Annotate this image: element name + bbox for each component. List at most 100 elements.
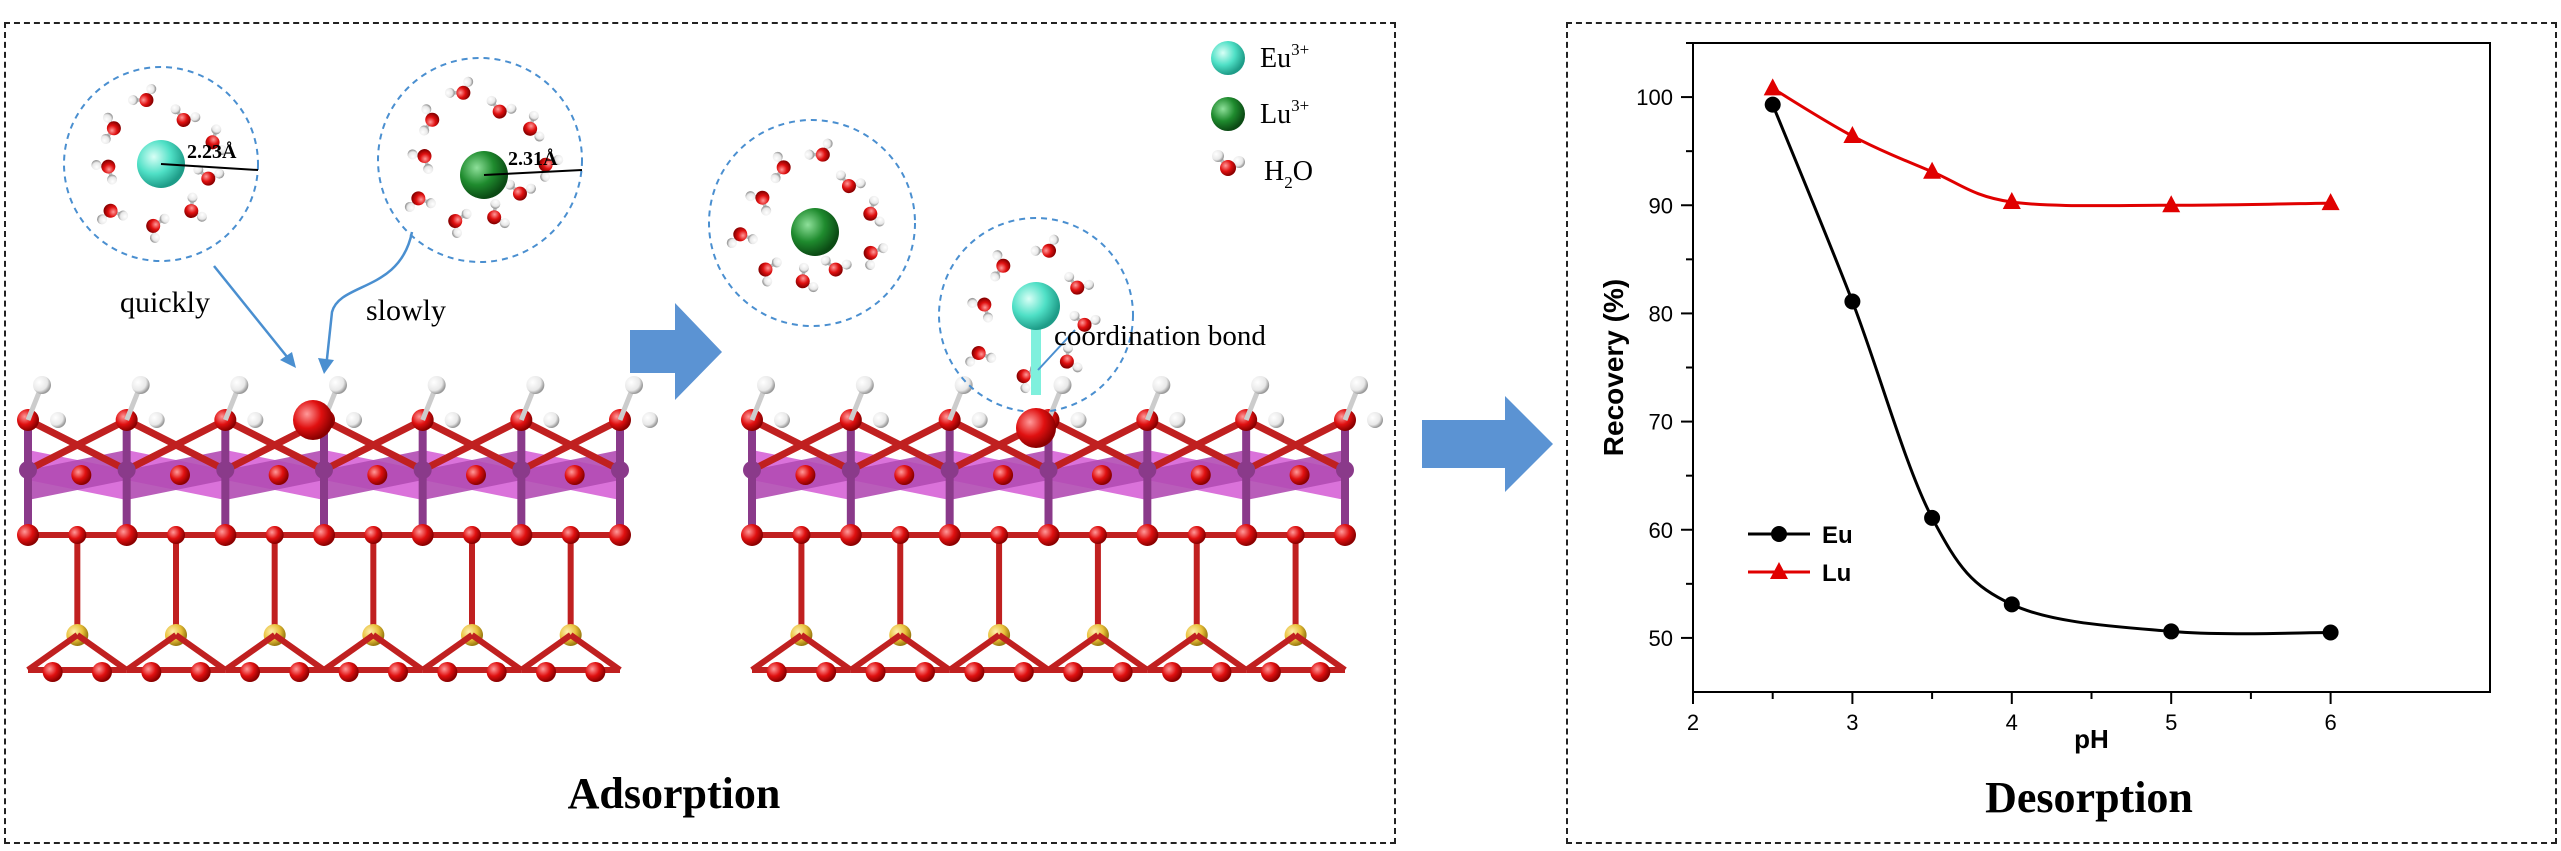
oxygen-atom: [167, 526, 185, 544]
oxygen-atom: [68, 526, 87, 544]
water-molecule: [128, 83, 157, 108]
hydrogen-atom: [423, 163, 434, 174]
hydrogen-atom: [214, 168, 225, 179]
metal-oxygen-bond: [322, 416, 425, 474]
oxygen-atom: [1077, 317, 1092, 332]
slowly-arrow: [324, 231, 414, 369]
water-molecule: [770, 151, 791, 184]
water-molecule: [146, 213, 170, 243]
svg-text:Lu3+: Lu3+: [1260, 96, 1309, 130]
oxygen-atom: [411, 191, 426, 206]
oxygen-atom: [863, 206, 878, 221]
data-point-lu: [1843, 126, 1862, 144]
hydrogen-atom: [149, 232, 160, 243]
hydrogen-atom: [1268, 412, 1285, 428]
x-tick-label: 5: [2165, 710, 2177, 735]
water-molecule: [205, 124, 227, 156]
water-molecule: [863, 243, 889, 270]
hydrogen-atom: [772, 151, 783, 162]
water-molecule: [486, 95, 517, 119]
hydrogen-atom: [1030, 245, 1041, 256]
oxygen-atom: [92, 662, 112, 682]
quickly-arrowhead: [280, 352, 296, 368]
si-oxygen-bond: [1145, 632, 1199, 673]
si-oxygen-bond: [898, 632, 952, 673]
hydrogen-atom: [50, 412, 66, 428]
oxygen-atom: [1136, 524, 1159, 546]
oxygen-atom: [417, 149, 432, 164]
si-oxygen-bond: [223, 632, 277, 673]
hydrogen-atom: [869, 195, 880, 206]
desorption-panel: [1566, 22, 2557, 844]
oxygen-atom: [741, 524, 763, 546]
lu-hydration-shell-free: [708, 119, 916, 327]
hydrogen-atom: [444, 412, 461, 428]
hydrogen-atom: [107, 174, 118, 185]
metal-atom: [1237, 461, 1256, 479]
hydrogen-atom: [762, 276, 773, 287]
water-molecule: [404, 191, 436, 212]
oxygen-atom: [863, 245, 878, 260]
si-oxygen-bond: [1293, 632, 1347, 673]
metal-oxygen-bond: [421, 416, 523, 474]
oxygen-atom: [425, 112, 440, 127]
oxygen-atom: [141, 662, 162, 682]
water-molecule: [990, 250, 1011, 282]
water-molecule: [97, 203, 129, 225]
oxygen-atom: [891, 526, 910, 544]
hydrogen-atom: [841, 259, 852, 270]
oxygen-atom: [1091, 465, 1112, 485]
si-oxygen-bond: [174, 632, 228, 673]
data-point-lu: [2002, 192, 2021, 210]
oxygen-atom: [240, 662, 260, 682]
water-molecule: [745, 190, 772, 216]
eu-ion-bound: [1012, 282, 1060, 330]
hydrogen-atom: [872, 412, 889, 428]
oxygen-atom: [894, 465, 915, 485]
water-molecule: [448, 208, 472, 238]
oxygen-atom: [205, 135, 220, 150]
hydrogen-atom: [865, 259, 876, 270]
hydrogen-atom: [1070, 412, 1087, 428]
oxygen-atom: [1112, 662, 1133, 682]
data-point-eu: [2163, 623, 2180, 640]
hydrogen-atom: [404, 201, 415, 212]
hydrogen-atom: [421, 104, 432, 115]
oxygen-atom: [364, 526, 383, 544]
water-molecule: [419, 104, 440, 136]
oxygen-atom: [338, 662, 359, 682]
hydrogen-atom: [526, 376, 545, 394]
x-tick-label: 4: [2006, 710, 2018, 735]
oxygen-atom: [313, 524, 335, 546]
y-tick-label: 80: [1649, 301, 1673, 326]
data-point-lu: [2162, 195, 2181, 213]
x-axis-label: pH: [2074, 724, 2109, 754]
hydrogen-atom: [990, 271, 1001, 282]
hydrogen-atom: [346, 412, 362, 428]
oxygen-atom: [938, 524, 961, 546]
oxygen-atom: [561, 526, 580, 544]
oxygen-atom: [512, 186, 527, 201]
water-molecule: [804, 138, 833, 162]
hydrogen-atom: [196, 211, 207, 222]
mineral-surface-right: [741, 376, 1383, 682]
oxygen-atom: [971, 346, 986, 361]
hydrogen-atom: [148, 412, 165, 428]
oxygen-atom: [510, 524, 533, 546]
oxygen-atom: [1334, 524, 1356, 546]
oxygen-atom: [792, 526, 811, 544]
hydrogen-atom: [1251, 376, 1270, 394]
hydrogen-atom: [33, 376, 51, 394]
hydrogen-atom: [407, 149, 418, 160]
water-molecule: [444, 76, 474, 100]
water-molecule: [863, 195, 885, 227]
oxygen-atom: [766, 662, 787, 682]
desorption-title: Desorption: [1985, 773, 2193, 822]
legend-label-eu: Eu: [1822, 522, 1853, 549]
legend-eu-icon: [1211, 41, 1245, 75]
hydrogen-atom: [425, 198, 436, 209]
oxygen-atom: [103, 203, 118, 218]
oxygen-atom: [289, 662, 310, 682]
legend-water-sub: 2: [1284, 173, 1293, 192]
